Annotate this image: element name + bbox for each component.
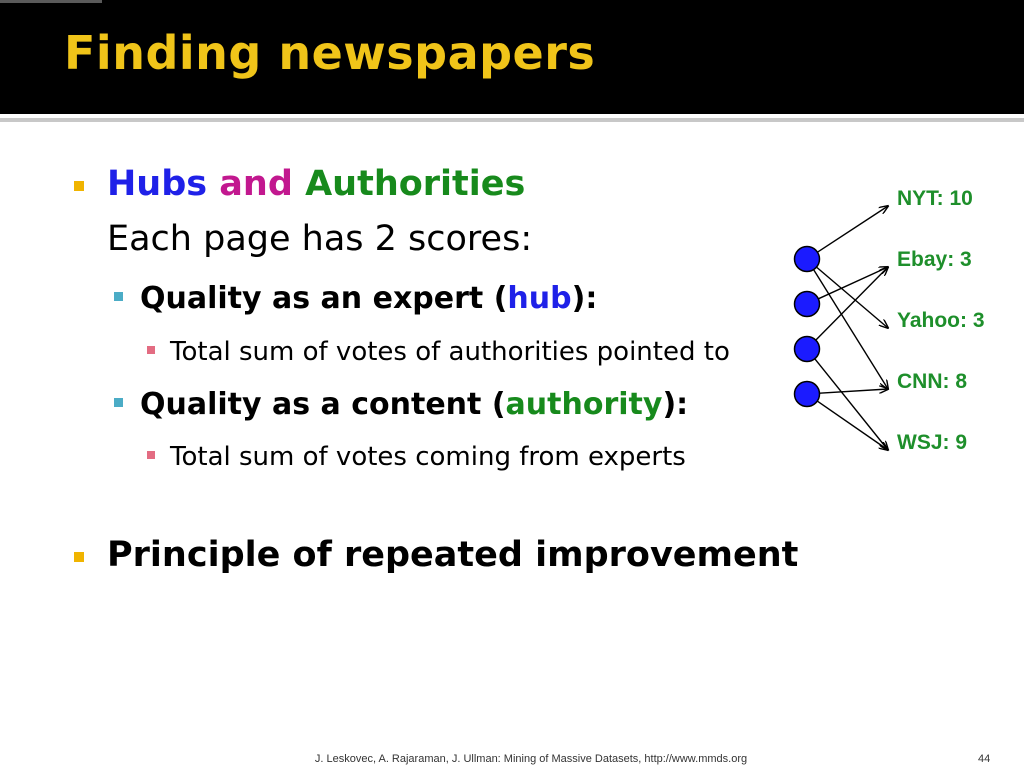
authority-label: CNN: 8 xyxy=(897,370,967,393)
title-rule xyxy=(0,118,1024,122)
graph-labels: NYT: 10 Ebay: 3 Yahoo: 3 CNN: 8 WSJ: 9 xyxy=(897,187,985,454)
authorities-word: Authorities xyxy=(305,164,526,204)
bullet-l3 xyxy=(147,451,155,459)
slide-title: Finding newspapers xyxy=(64,26,596,80)
title-notch xyxy=(0,0,102,3)
graph-edges xyxy=(813,206,888,450)
title-bar: Finding newspapers xyxy=(0,0,1024,114)
bullet-l1 xyxy=(74,181,84,191)
graph-edge xyxy=(817,206,888,253)
hub-word: hub xyxy=(507,281,572,316)
graph-edge xyxy=(815,267,888,341)
hubs-word: Hubs xyxy=(107,164,208,204)
bullet-l1 xyxy=(74,552,84,562)
hub-node xyxy=(793,335,821,363)
authority-label: NYT: 10 xyxy=(897,187,973,210)
footer-citation: J. Leskovec, A. Rajaraman, J. Ullman: Mi… xyxy=(314,753,748,765)
authority-label: Yahoo: 3 xyxy=(897,309,985,332)
content-suffix: ): xyxy=(662,387,689,422)
hub-authority-graph: NYT: 10 Ebay: 3 Yahoo: 3 CNN: 8 WSJ: 9 xyxy=(793,187,985,454)
authority-label: Ebay: 3 xyxy=(897,248,972,271)
graph-edge xyxy=(814,358,888,450)
content-sub-item: Total sum of votes coming from experts xyxy=(170,442,686,472)
content-quality-item: Quality as a content (authority): xyxy=(140,390,688,420)
graph-edge xyxy=(816,400,888,450)
expert-quality-item: Quality as an expert (hub): xyxy=(140,284,597,314)
bullet-l3 xyxy=(147,346,155,354)
graph-edge xyxy=(818,267,888,300)
graph-nodes xyxy=(793,245,821,408)
hub-node xyxy=(793,380,821,408)
page-number: 44 xyxy=(978,753,991,765)
bullet-l2 xyxy=(114,292,123,301)
hub-node xyxy=(793,245,821,273)
scores-line: Each page has 2 scores: xyxy=(107,219,533,259)
hub-node xyxy=(793,290,821,318)
graph-edge xyxy=(816,266,888,328)
bullet-l2 xyxy=(114,398,123,407)
authority-word: authority xyxy=(505,387,663,422)
and-word: and xyxy=(219,164,293,204)
expert-suffix: ): xyxy=(571,281,598,316)
graph-edge xyxy=(813,269,888,389)
expert-prefix: Quality as an expert ( xyxy=(140,281,508,316)
principle-item: Principle of repeated improvement xyxy=(107,535,799,575)
graph-edge xyxy=(819,389,888,394)
authority-label: WSJ: 9 xyxy=(897,431,967,454)
hubs-authorities-heading: Hubs and Authorities xyxy=(107,167,525,202)
content-prefix: Quality as a content ( xyxy=(140,387,506,422)
expert-sub-item: Total sum of votes of authorities pointe… xyxy=(170,337,730,367)
